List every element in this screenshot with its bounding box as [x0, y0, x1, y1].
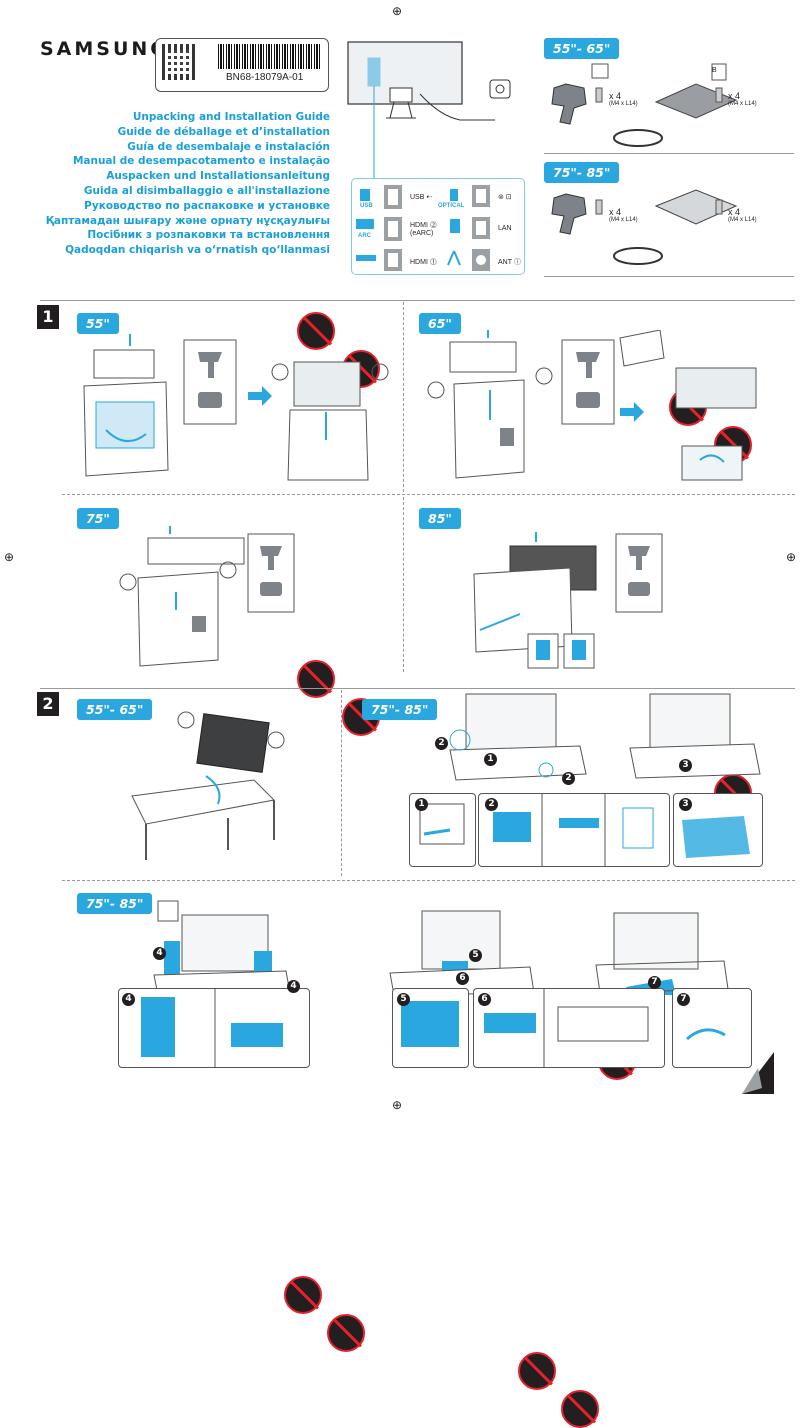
- no-press-screen-icon: [327, 1314, 365, 1352]
- qr-code: [162, 44, 198, 80]
- callout-5: 5: [469, 949, 482, 962]
- step-1-number: 1: [37, 305, 59, 329]
- callout-2: 2: [562, 772, 575, 785]
- registration-mark-icon: ⊕: [392, 1098, 403, 1112]
- step2-mid-divider: [62, 880, 795, 881]
- title-ru: Руководство по распаковке и установке: [84, 199, 330, 212]
- detail-box-6: [473, 988, 665, 1068]
- step2-divider: [40, 688, 795, 689]
- guide-titles: Unpacking and Installation Guide Guide d…: [46, 110, 330, 258]
- callout-3: 3: [679, 759, 692, 772]
- tv-back-illustration: [347, 41, 511, 178]
- ports-icons: [356, 185, 490, 271]
- divider-accessories-2: [544, 276, 794, 277]
- screw-qty-b2: x 4: [728, 207, 741, 217]
- ex-link-label: ⊚ ⊡: [498, 194, 512, 201]
- ports-panel: USB USB ⇠ OPTICAL ⊚ ⊡ ARC HDMI ⓶ (eARC) …: [351, 178, 525, 275]
- detail-box-4: [118, 988, 310, 1068]
- tag-step1-55: 55": [77, 313, 119, 334]
- registration-mark-icon: ⊕: [4, 550, 15, 564]
- callout-6: 6: [456, 972, 469, 985]
- callout-7: 7: [648, 976, 661, 989]
- place-on-table-illustration: [131, 711, 285, 860]
- box-b-label: B: [712, 67, 717, 74]
- callout-3: 3: [679, 798, 692, 811]
- unpack-75-illustration: [119, 526, 295, 667]
- hdmi-earc-port-label: HDMI ⓶ (eARC): [410, 222, 437, 237]
- divider-accessories: [544, 153, 794, 154]
- callout-4: 4: [122, 993, 135, 1006]
- unpack-55-illustration: [83, 334, 389, 481]
- remove-support-illustration: [389, 910, 729, 995]
- step2-vertical-divider: [341, 690, 342, 876]
- usb-port-label: USB ⇠: [410, 194, 433, 201]
- title-pt: Manual de desempacotamento e instalação: [72, 155, 330, 168]
- screw-spec-a2: (M4 x L14): [728, 101, 757, 107]
- tag-step2b-75-85: 75"- 85": [77, 893, 153, 914]
- tag-step2-75-85: 75"- 85": [362, 699, 438, 720]
- optical-icon-label: OPTICAL: [438, 203, 465, 209]
- ant-port-label: ANT ⓘ: [498, 259, 521, 266]
- document-code: BN68-18079A-01: [226, 72, 304, 83]
- no-lay-flat-icon: [284, 1276, 322, 1314]
- usb-icon-label: USB: [360, 203, 373, 209]
- screw-qty-a2: x 4: [728, 91, 741, 101]
- remove-side-blocks-illustration: [153, 900, 291, 995]
- hdmi1-port-label: HDMI ⓵: [410, 259, 437, 266]
- accessories-75-85: [551, 189, 738, 265]
- title-es: Guía de desembalaje e instalación: [127, 140, 330, 153]
- title-uz: Qadoqdan chiqarish va o‘rnatish qo‘llanm…: [65, 244, 330, 257]
- accessories-55-65: [551, 63, 738, 147]
- callout-4: 4: [153, 947, 166, 960]
- title-en: Unpacking and Installation Guide: [132, 111, 330, 123]
- callout-6: 6: [478, 993, 491, 1006]
- detail-box-3: [673, 793, 763, 867]
- registration-mark-icon: ⊕: [392, 4, 403, 18]
- registration-mark-icon: ⊕: [786, 550, 797, 564]
- no-lay-flat-icon: [297, 660, 335, 698]
- screw-qty-a1: x 4: [609, 91, 622, 101]
- title-de: Auspacken und Installationsanleitung: [106, 170, 330, 183]
- lan-port-label: LAN: [498, 225, 512, 232]
- callout-7: 7: [677, 993, 690, 1006]
- tag-step1-85: 85": [419, 508, 461, 529]
- screw-qty-b1: x 4: [609, 207, 622, 217]
- screw-spec-a1: (M4 x L14): [609, 101, 638, 107]
- step1-mid-divider: [62, 494, 795, 495]
- qr-barcode-box: BN68-18079A-01: [155, 38, 329, 92]
- title-fr: Guide de déballage et d’installation: [117, 125, 330, 138]
- callout-4: 4: [287, 980, 300, 993]
- title-it: Guida al disimballaggio e all'installazi…: [83, 184, 330, 197]
- step1-divider: [40, 300, 795, 301]
- step1-vertical-divider-2: [403, 497, 404, 672]
- no-lay-flat-icon: [518, 1352, 556, 1390]
- callout-5: 5: [397, 993, 410, 1006]
- brand-logo: SAMSUNG: [40, 38, 169, 60]
- unpack-85-illustration: [473, 532, 663, 669]
- tag-step1-65: 65": [419, 313, 461, 334]
- arc-icon-label: ARC: [358, 233, 371, 239]
- callout-2: 2: [485, 798, 498, 811]
- stand-box-75-85-illustration: [449, 693, 761, 781]
- page-turn-icon: [742, 1052, 774, 1094]
- step1-vertical-divider: [403, 302, 404, 492]
- callout-2: 2: [435, 737, 448, 750]
- barcode: [218, 44, 321, 69]
- title-uk: Посібник з розпаковки та встановлення: [87, 229, 330, 242]
- tag-step1-75: 75": [77, 508, 119, 529]
- unpack-65-illustration: [427, 330, 757, 481]
- no-lay-flat-icon: [297, 312, 335, 350]
- callout-1: 1: [415, 798, 428, 811]
- detail-box-1: [409, 793, 476, 867]
- screw-spec-b1: (M4 x L14): [609, 217, 638, 223]
- tag-55-65: 55"- 65": [544, 38, 620, 59]
- tag-75-85: 75"- 85": [544, 162, 620, 183]
- title-kk: Қаптамадан шығару және орнату нұсқаулығы: [45, 214, 330, 227]
- detail-box-2: [478, 793, 670, 867]
- callout-1: 1: [484, 753, 497, 766]
- screw-spec-b2: (M4 x L14): [728, 217, 757, 223]
- tag-step2-55-65: 55"- 65": [77, 699, 153, 720]
- no-press-screen-icon: [561, 1390, 599, 1428]
- step-2-number: 2: [37, 692, 59, 716]
